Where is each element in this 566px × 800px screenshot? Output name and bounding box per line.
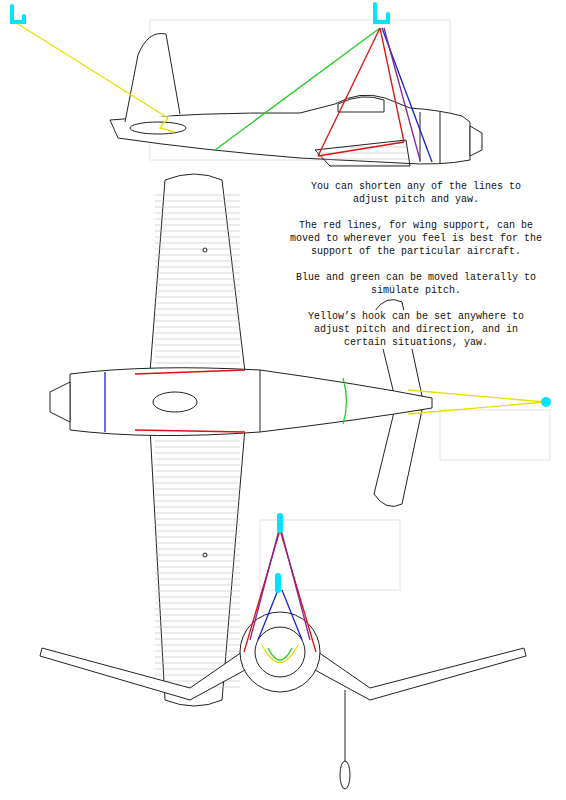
note-text: The red lines, for wing support, can be … bbox=[285, 219, 547, 258]
note-text: Yellow’s hook can be set anywhere to adj… bbox=[291, 310, 541, 349]
note-text: Blue and green can be moved laterally to… bbox=[291, 271, 541, 297]
notes-block: You can shorten any of the lines to adju… bbox=[280, 180, 552, 362]
note-text: You can shorten any of the lines to adju… bbox=[306, 180, 526, 206]
